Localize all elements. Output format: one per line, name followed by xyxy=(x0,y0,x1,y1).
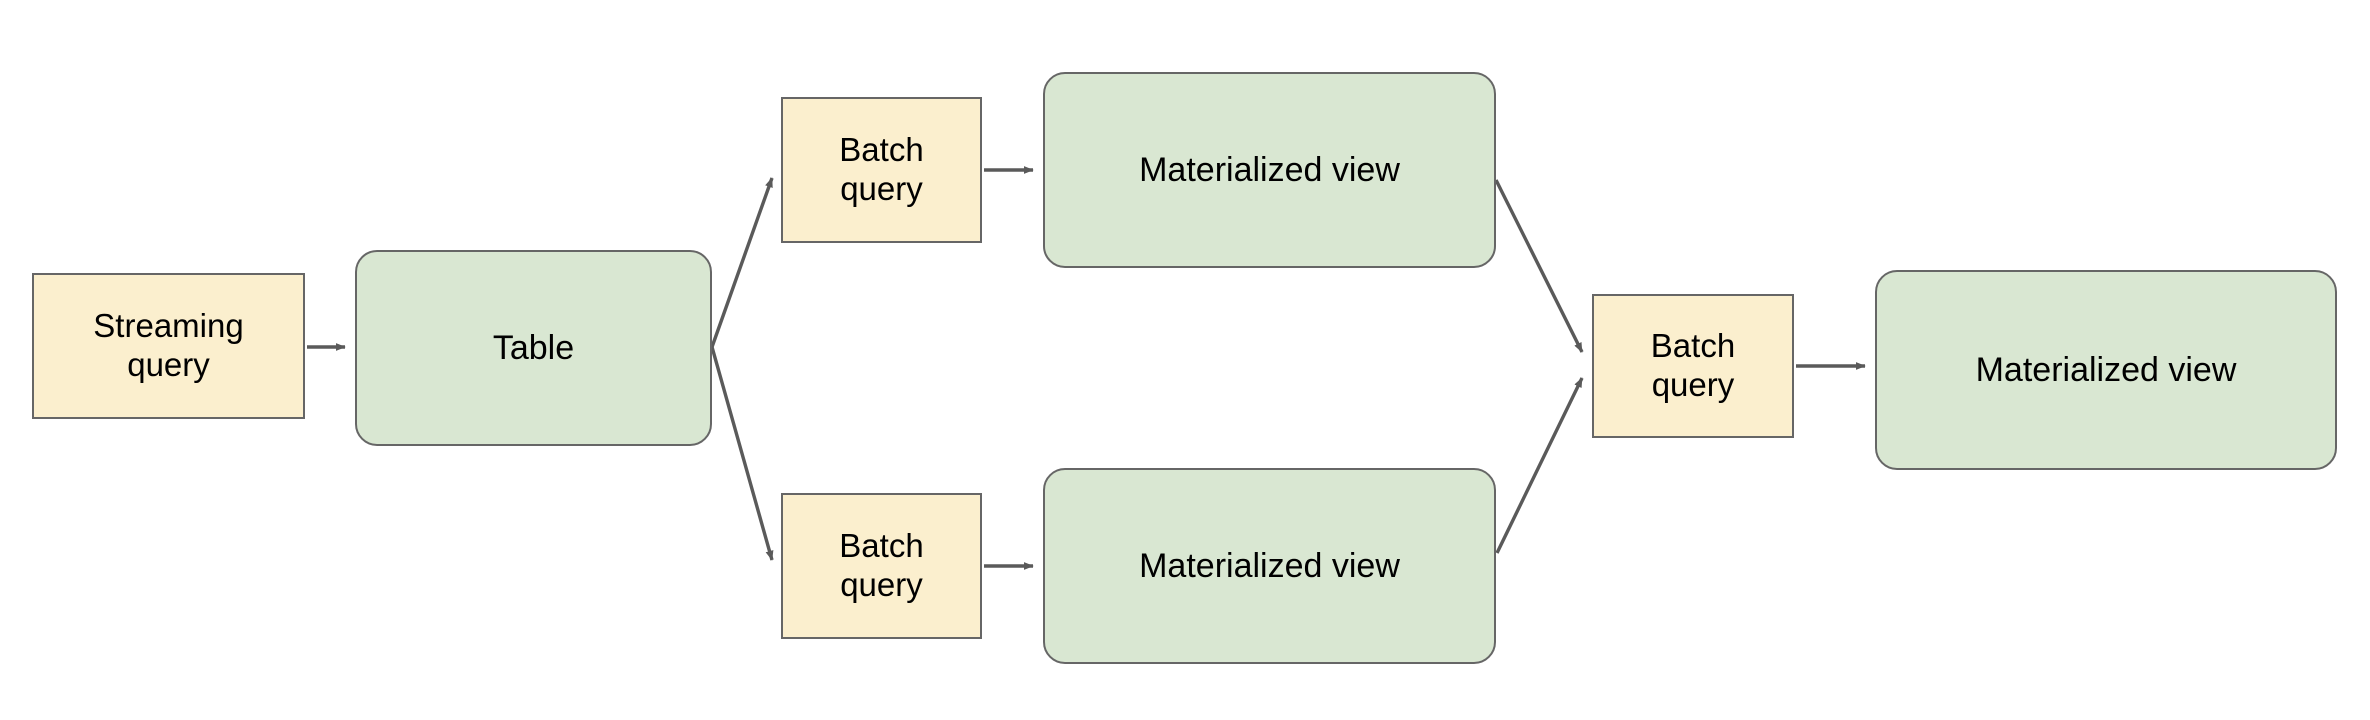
node-streaming-query[interactable]: Streaming query xyxy=(32,273,305,419)
node-batch-query-bottom[interactable]: Batch query xyxy=(781,493,982,639)
node-materialized-view-bottom[interactable]: Materialized view xyxy=(1043,468,1496,664)
node-table-label: Table xyxy=(492,328,575,367)
node-materialized-view-top-label: Materialized view xyxy=(1139,150,1400,189)
node-batch-query-join-label: Batch query xyxy=(1650,327,1736,403)
edge-materialized-view-bottom-to-batch-query-join xyxy=(1495,377,1584,554)
node-materialized-view-bottom-label: Materialized view xyxy=(1139,546,1400,585)
edge-table-to-batch-query-bottom xyxy=(710,346,774,561)
node-materialized-view-final[interactable]: Materialized view xyxy=(1875,270,2337,470)
node-batch-query-top-label: Batch query xyxy=(839,131,924,207)
node-table[interactable]: Table xyxy=(355,250,712,446)
edge-materialized-view-top-to-batch-query-join xyxy=(1494,179,1584,353)
edge-table-to-batch-query-top xyxy=(710,177,774,348)
node-batch-query-join[interactable]: Batch query xyxy=(1592,294,1794,438)
node-batch-query-top[interactable]: Batch query xyxy=(781,97,982,243)
node-materialized-view-final-label: Materialized view xyxy=(1975,350,2237,389)
node-streaming-query-label: Streaming query xyxy=(93,307,244,383)
node-batch-query-bottom-label: Batch query xyxy=(839,527,924,603)
node-materialized-view-top[interactable]: Materialized view xyxy=(1043,72,1496,268)
